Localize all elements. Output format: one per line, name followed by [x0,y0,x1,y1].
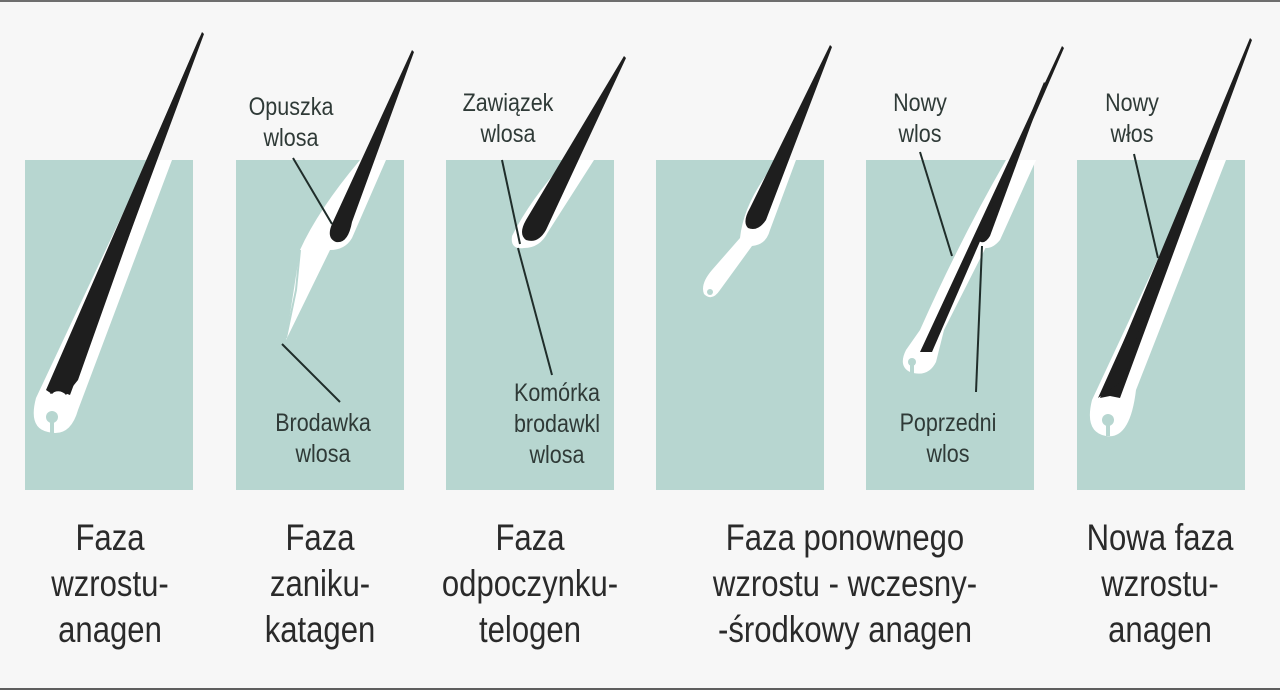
callout-dermal-papilla: Brodawka wlosa [267,408,379,470]
callout-line: wlosa [295,440,351,468]
callout-line: Brodawka [275,409,371,437]
callout-line: wlosa [529,441,585,469]
phase-line: wzrostu- [51,563,169,604]
phase-line: Nowa faza [1086,517,1234,558]
callout-line: Opuszka [248,93,334,121]
skin-panels [25,160,1245,490]
callout-new-hair: Nowy wlos [877,88,963,150]
phase-caption-telogen: Faza odpoczynku- telogen [438,515,623,653]
phase-line: anagen [1108,609,1212,650]
callout-line: Poprzedni [899,409,997,437]
phase-line: Faza ponownego [725,517,965,558]
callout-line: wlos [898,120,942,148]
phase-line: Faza [75,517,145,558]
phase-line: odpoczynku- [441,563,619,604]
hair-follicle-telogen-icon [501,56,626,376]
phase-line: wzrostu - wczesny- [712,563,978,604]
callout-hair-bulb: Opuszka wlosa [244,92,339,154]
hair-follicle-new-anagen-icon [1089,38,1252,437]
hair-follicle-early-anagen-icon [703,45,832,298]
hair-follicle-katagen-icon [281,50,414,403]
phase-line: anagen [58,609,162,650]
callout-previous-hair: Poprzedni wlos [888,408,1008,470]
callout-line: wlos [926,440,970,468]
phase-line: Faza [495,517,565,558]
hair-follicle-anagen-icon [33,32,204,435]
phase-caption-katagen: Faza zaniku- katagen [253,515,387,653]
hair-follicle-new-and-previous-hair-icon [902,46,1064,393]
phase-line: wzrostu- [1101,563,1219,604]
skin-panel-early-anagen-a [656,160,824,490]
phase-line: telogen [479,609,581,650]
phase-caption-early-anagen: Faza ponownego wzrostu - wczesny- -środk… [706,515,983,653]
callout-line: brodawkl [513,410,601,438]
callout-papilla-cell: Komórka brodawkl wlosa [501,378,613,471]
phase-line: katagen [264,609,376,650]
phase-caption-new-anagen: Nowa faza wzrostu- anagen [1084,515,1235,653]
callout-line: Nowy [893,89,947,117]
callout-hair-germ: Zawiązek wlosa [456,88,559,150]
callout-line: Nowy [1105,89,1159,117]
callout-line: wlosa [263,124,319,152]
top-border [0,0,1280,2]
phase-line: zaniku- [269,563,371,604]
callout-line: Zawiązek [462,89,554,117]
callout-new-hair-2: Nowy włos [1089,88,1175,150]
callout-line: wlosa [480,120,536,148]
callout-line: włos [1110,120,1154,148]
phase-line: -środkowy anagen [718,609,972,650]
bottom-border [0,688,1280,690]
phase-line: Faza [285,517,355,558]
callout-line: Komórka [513,379,601,407]
phase-caption-anagen: Faza wzrostu- anagen [43,515,177,653]
